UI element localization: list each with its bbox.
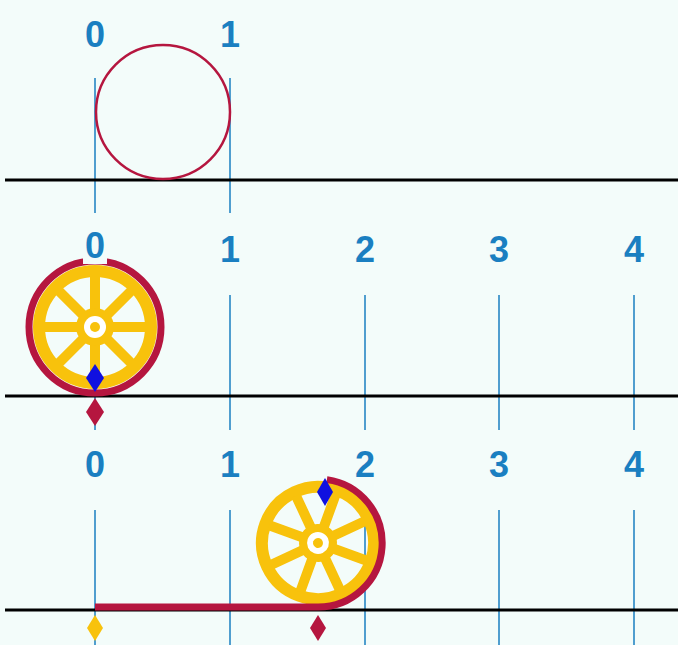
tick-lines [95, 295, 634, 430]
wheel-rim [29, 261, 161, 393]
axis-number: 1 [218, 447, 242, 483]
blue-diamond-marker [86, 364, 104, 392]
yellow-diamond-marker [87, 615, 103, 641]
axis-number: 3 [487, 232, 511, 268]
axis-number: 2 [353, 447, 377, 483]
unrolled-circumference [95, 480, 382, 607]
tick-lines [95, 78, 230, 213]
axis-number: 1 [218, 17, 242, 53]
ground-line [5, 179, 678, 182]
red-diamond-marker [86, 398, 104, 426]
unit-circle [96, 45, 230, 179]
axis-number: 1 [218, 232, 242, 268]
wheel [246, 471, 390, 615]
axis-number: 0 [83, 228, 107, 264]
blue-diamond-marker [317, 478, 333, 506]
axis-number: 4 [622, 447, 646, 483]
red-diamond-marker [310, 615, 326, 641]
axis-number: 0 [83, 17, 107, 53]
axis-number: 2 [353, 232, 377, 268]
axis-number: 0 [83, 447, 107, 483]
axis-number: 3 [487, 447, 511, 483]
axis-number: 4 [622, 232, 646, 268]
